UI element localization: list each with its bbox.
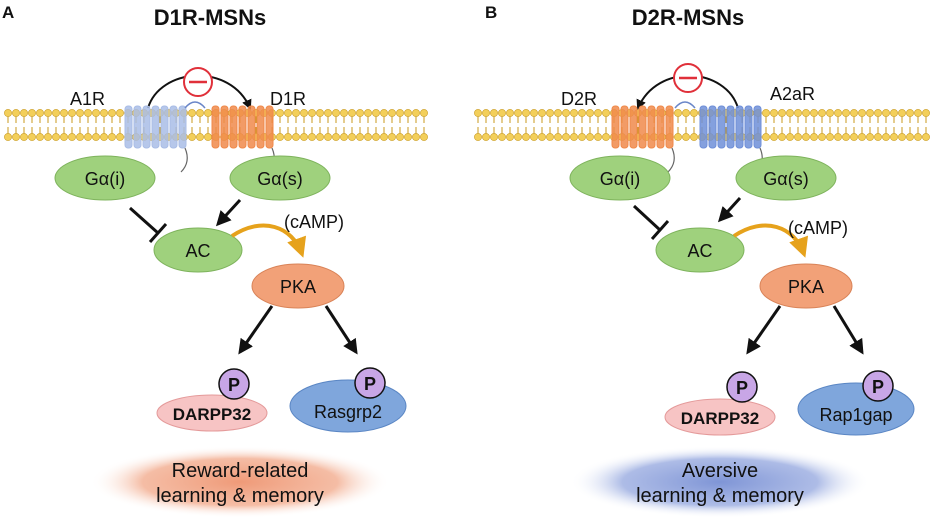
panel-letter: A (2, 3, 14, 22)
phospho-circle (726, 371, 758, 403)
rap1gap-label: Rap1gap (819, 405, 892, 425)
ac-label: AC (687, 241, 712, 261)
a1r-receptor (124, 105, 188, 173)
pka (251, 263, 345, 309)
g-protein-s-label: Gα(s) (257, 169, 302, 189)
g-protein-i (569, 155, 671, 201)
inhibit-arrow (632, 204, 662, 232)
phospho-label: P (364, 374, 376, 394)
rasgrp2-label: Rasgrp2 (314, 402, 382, 422)
activate-arrow (215, 198, 242, 227)
g-protein-s (229, 155, 331, 201)
panel-title: D1R-MSNs (154, 5, 266, 30)
receptor-left-label: D2R (561, 89, 597, 109)
outcome-line1: Aversive (682, 460, 758, 482)
a2ar-receptor (699, 105, 763, 173)
ac-label: AC (185, 241, 210, 261)
panel-title: D2R-MSNs (632, 5, 744, 30)
darpp32-target (664, 398, 776, 436)
phospho-circle (354, 367, 386, 399)
panel-b: B D2R-MSNs D2R A2aR Gα(i) Gα(s) AC (cAMP… (474, 3, 930, 518)
camp-arrow (230, 223, 307, 258)
pka-label: PKA (280, 277, 316, 297)
d2r-receptor (611, 105, 675, 173)
g-protein-i-label: Gα(i) (85, 169, 125, 189)
outcome-cloud (570, 446, 870, 518)
activate-arrow (717, 196, 742, 223)
g-protein-i-label: Gα(i) (600, 169, 640, 189)
phospho-circle (862, 370, 894, 402)
g-protein-i (54, 155, 156, 201)
receptor-left-label: A1R (70, 89, 105, 109)
adenylyl-cyclase (655, 227, 745, 273)
outcome-cloud (90, 446, 390, 518)
outcome-line1: Reward-related (172, 460, 309, 482)
darpp32-target (156, 394, 268, 432)
g-protein-s (735, 155, 837, 201)
pka (759, 263, 853, 309)
g-protein-s-label: Gα(s) (763, 169, 808, 189)
phospho-label: P (736, 378, 748, 398)
inhibition-loop (636, 63, 739, 110)
inhibition-loop (147, 67, 252, 110)
camp-arrow (732, 223, 809, 258)
receptor-right-label: D1R (270, 89, 306, 109)
pka-label: PKA (788, 277, 824, 297)
panel-a: A D1R-MSNs A1R D1R Gα(i) Gα(s) AC (cAMP) (2, 3, 428, 518)
outcome-line2: learning & memory (636, 485, 804, 507)
camp-label: (cAMP) (788, 218, 848, 238)
phospho-label: P (872, 377, 884, 397)
camp-label: (cAMP) (284, 212, 344, 232)
inhibit-arrow (129, 206, 159, 235)
d1r-receptor (211, 105, 275, 173)
darpp32-label: DARPP32 (681, 409, 759, 428)
darpp32-label: DARPP32 (173, 405, 251, 424)
phospho-circle (218, 368, 250, 400)
panel-letter: B (485, 3, 497, 22)
adenylyl-cyclase (153, 227, 243, 273)
receptor-right-label: A2aR (770, 84, 815, 104)
outcome-line2: learning & memory (156, 485, 324, 507)
phospho-label: P (228, 375, 240, 395)
